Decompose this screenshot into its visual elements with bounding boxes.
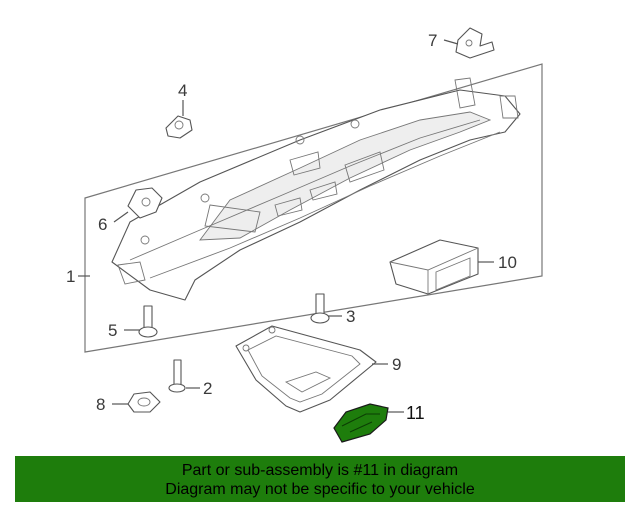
callout-6: 6	[98, 215, 107, 234]
headliner-panel	[111, 77, 521, 301]
bracket-part-7	[455, 27, 495, 59]
callout-4: 4	[178, 81, 187, 100]
banner-line-2: Diagram may not be specific to your vehi…	[165, 481, 475, 498]
screw-part-2	[168, 359, 186, 393]
banner-line-1: Part or sub-assembly is #11 in diagram	[181, 462, 459, 479]
housing-part-9	[235, 325, 377, 413]
leader-6	[113, 211, 129, 223]
callout-10: 10	[498, 253, 517, 272]
callout-8: 8	[96, 395, 105, 414]
callout-7: 7	[428, 31, 437, 50]
callout-3: 3	[346, 307, 355, 326]
callout-5: 5	[108, 321, 117, 340]
callout-9: 9	[392, 355, 401, 374]
callout-1: 1	[66, 267, 75, 286]
screw-part-3	[310, 293, 330, 324]
callout-2: 2	[203, 379, 212, 398]
lamp-part-11[interactable]	[333, 403, 389, 443]
box-part-10	[389, 239, 479, 295]
info-banner: Part or sub-assembly is #11 in diagram D…	[15, 456, 625, 502]
bracket-part-6	[127, 187, 163, 219]
retainer-part-8	[127, 391, 161, 413]
clip-part-4	[165, 115, 193, 139]
leader-7	[443, 39, 459, 45]
parts-diagram: 1 2 3 4 5 6 7 8 9 10 11	[66, 27, 543, 443]
screw-part-5	[138, 305, 158, 338]
callout-11: 11	[406, 403, 425, 423]
